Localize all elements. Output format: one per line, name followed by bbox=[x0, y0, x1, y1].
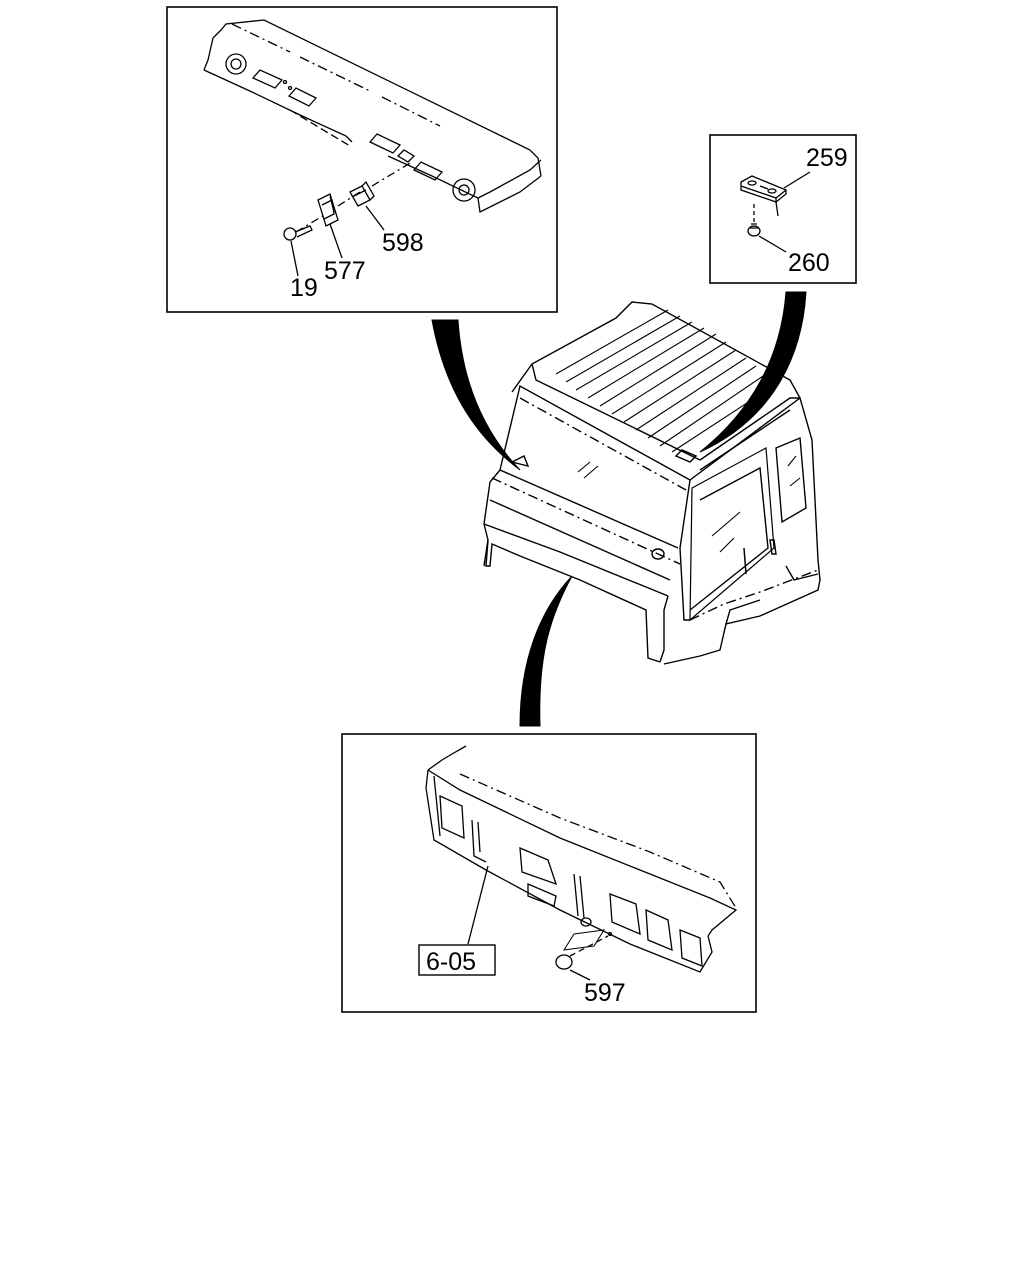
reference-6-05: 6-05 bbox=[426, 948, 476, 976]
header-trim-panel bbox=[203, 19, 542, 213]
roof-lamp-screw bbox=[747, 204, 787, 253]
callout-597: 597 bbox=[584, 979, 626, 1007]
pointer-to-header bbox=[431, 319, 521, 471]
callout-260: 260 bbox=[788, 249, 830, 277]
detail-box-front-panel: 6-05 597 bbox=[341, 733, 757, 1013]
fastener-assembly bbox=[283, 161, 413, 277]
callout-577: 577 bbox=[324, 257, 366, 285]
pointer-to-front-panel bbox=[519, 575, 573, 727]
callout-19: 19 bbox=[290, 274, 318, 302]
roof-marker-lamp bbox=[740, 171, 811, 217]
truck-cab bbox=[483, 301, 821, 665]
pointer-to-roof-lamp bbox=[699, 291, 807, 453]
callout-598: 598 bbox=[382, 229, 424, 257]
callout-259: 259 bbox=[806, 144, 848, 172]
detail-box-roof-lamp: 259 260 bbox=[709, 134, 857, 284]
reference-box bbox=[418, 944, 496, 976]
front-inner-panel bbox=[425, 745, 738, 981]
detail-box-header-panel: 19 577 598 bbox=[166, 6, 558, 313]
